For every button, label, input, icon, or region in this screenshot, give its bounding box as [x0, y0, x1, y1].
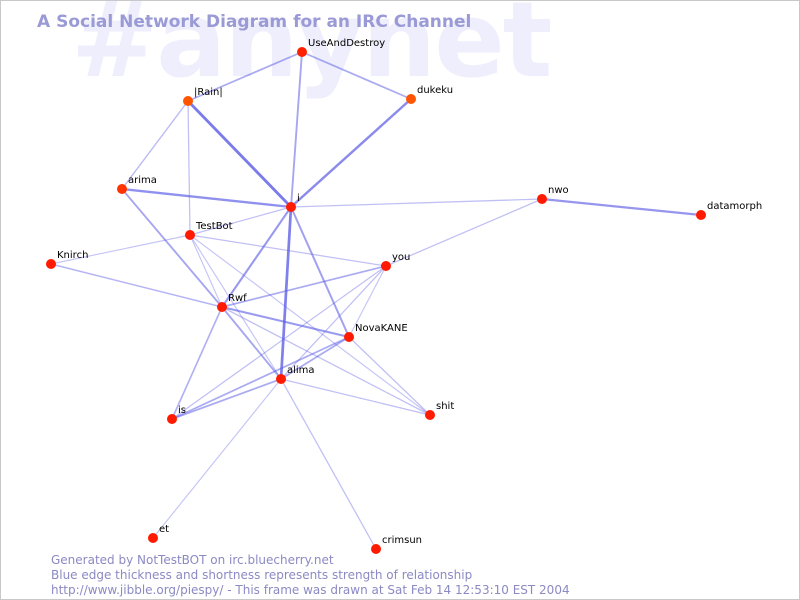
- node-dot: [185, 230, 195, 240]
- node-useanddestroy: UseAndDestroy: [297, 38, 385, 57]
- edge-i-testbot: [189, 206, 292, 236]
- node-label: you: [392, 252, 410, 263]
- channel-watermark: #anynet: [71, 0, 552, 101]
- edge-i-dukeku: [289, 97, 413, 209]
- node-dot: [46, 259, 56, 269]
- node-et: et: [148, 524, 169, 543]
- node-rain: |Rain|: [183, 87, 223, 106]
- node-nwo: nwo: [537, 185, 569, 204]
- node-label: Knirch: [57, 250, 88, 261]
- edge-i-nwo: [290, 198, 543, 208]
- node-dot: [167, 414, 177, 424]
- node-label: NovaKANE: [355, 323, 408, 334]
- edge-novakane-alima: [280, 336, 350, 380]
- footer: Generated by NotTestBOT on irc.bluecherr…: [51, 553, 570, 598]
- node-label: arima: [128, 175, 157, 186]
- node-datamorph: datamorph: [696, 201, 762, 220]
- node-dot: [117, 184, 127, 194]
- edge-you-novakane: [348, 265, 387, 338]
- edge-alima-crimsun: [280, 378, 377, 550]
- node-label: dukeku: [417, 85, 453, 96]
- node-arima: arima: [117, 175, 157, 194]
- node-dot: [371, 544, 381, 554]
- node-alima: alima: [276, 365, 315, 384]
- node-dukeku: dukeku: [406, 85, 453, 104]
- edge-testbot-shit: [189, 234, 431, 416]
- footer-legend-line: Blue edge thickness and shortness repres…: [51, 568, 473, 582]
- edge-nwo-datamorph: [540, 197, 703, 217]
- edge-layer: [50, 51, 703, 550]
- node-is: is: [167, 405, 186, 424]
- edge-alima-shit: [280, 378, 431, 416]
- node-label: nwo: [548, 185, 569, 196]
- node-label: et: [159, 524, 169, 535]
- node-dot: [297, 47, 307, 57]
- edge-i-rain: [186, 99, 293, 209]
- node-dot: [425, 410, 435, 420]
- edge-you-is: [171, 265, 387, 420]
- edge-i-alima: [279, 205, 293, 381]
- node-label: datamorph: [707, 201, 762, 212]
- edge-rwf-alima: [221, 306, 282, 380]
- edge-testbot-you: [189, 234, 387, 267]
- node-label: alima: [287, 365, 315, 376]
- node-crimsun: crimsun: [371, 535, 422, 554]
- node-dot: [537, 194, 547, 204]
- edge-novakane-shit: [348, 336, 431, 416]
- node-dot: [276, 374, 286, 384]
- edge-i-novakane: [290, 206, 350, 338]
- node-layer: UseAndDestroy |Rain| dukeku arima i nwo datamo…: [46, 38, 762, 554]
- diagram-title: A Social Network Diagram for an IRC Chan…: [37, 12, 472, 32]
- node-novakane: NovaKANE: [344, 323, 408, 342]
- edge-useanddestroy-dukeku: [301, 51, 412, 100]
- edge-rain-testbot: [187, 100, 191, 236]
- node-label: shit: [436, 401, 454, 412]
- edge-testbot-alima: [189, 234, 282, 380]
- edge-knirch-rwf: [50, 263, 223, 308]
- edge-testbot-rwf: [189, 234, 223, 308]
- node-i: i: [286, 193, 300, 212]
- footer-url-line: http://www.jibble.org/piespy/ - This fra…: [51, 583, 570, 597]
- edge-alima-is: [171, 378, 282, 420]
- edge-novakane-is: [171, 336, 350, 420]
- edge-knirch-testbot: [50, 234, 191, 265]
- node-label: TestBot: [195, 221, 233, 232]
- edge-i-useanddestroy: [290, 51, 303, 208]
- node-label: crimsun: [382, 535, 422, 546]
- edge-alima-et: [152, 378, 282, 539]
- node-you: you: [381, 252, 410, 271]
- edge-nwo-you: [385, 198, 543, 267]
- node-rwf: Rwf: [217, 293, 247, 312]
- node-testbot: TestBot: [185, 221, 233, 240]
- node-dot: [286, 202, 296, 212]
- node-dot: [406, 94, 416, 104]
- edge-i-arima: [120, 187, 293, 209]
- edge-rwf-novakane: [220, 305, 351, 339]
- node-dot: [217, 302, 227, 312]
- node-label: Rwf: [228, 293, 247, 304]
- node-label: i: [297, 193, 300, 204]
- node-knirch: Knirch: [46, 250, 88, 269]
- edge-rwf-you: [221, 265, 387, 308]
- edge-i-rwf: [220, 205, 293, 309]
- node-dot: [183, 96, 193, 106]
- node-dot: [696, 210, 706, 220]
- footer-generated-line: Generated by NotTestBOT on irc.bluecherr…: [51, 553, 334, 567]
- node-dot: [381, 261, 391, 271]
- edge-rain-arima: [121, 100, 189, 190]
- node-label: UseAndDestroy: [308, 38, 385, 49]
- edge-rwf-is: [171, 306, 223, 420]
- node-label: is: [178, 405, 186, 416]
- node-label: |Rain|: [194, 87, 223, 98]
- node-dot: [344, 332, 354, 342]
- edge-useanddestroy-rain: [187, 51, 303, 102]
- edge-arima-rwf: [121, 188, 223, 308]
- edge-rwf-shit: [221, 306, 431, 416]
- node-shit: shit: [425, 401, 454, 420]
- node-dot: [148, 533, 158, 543]
